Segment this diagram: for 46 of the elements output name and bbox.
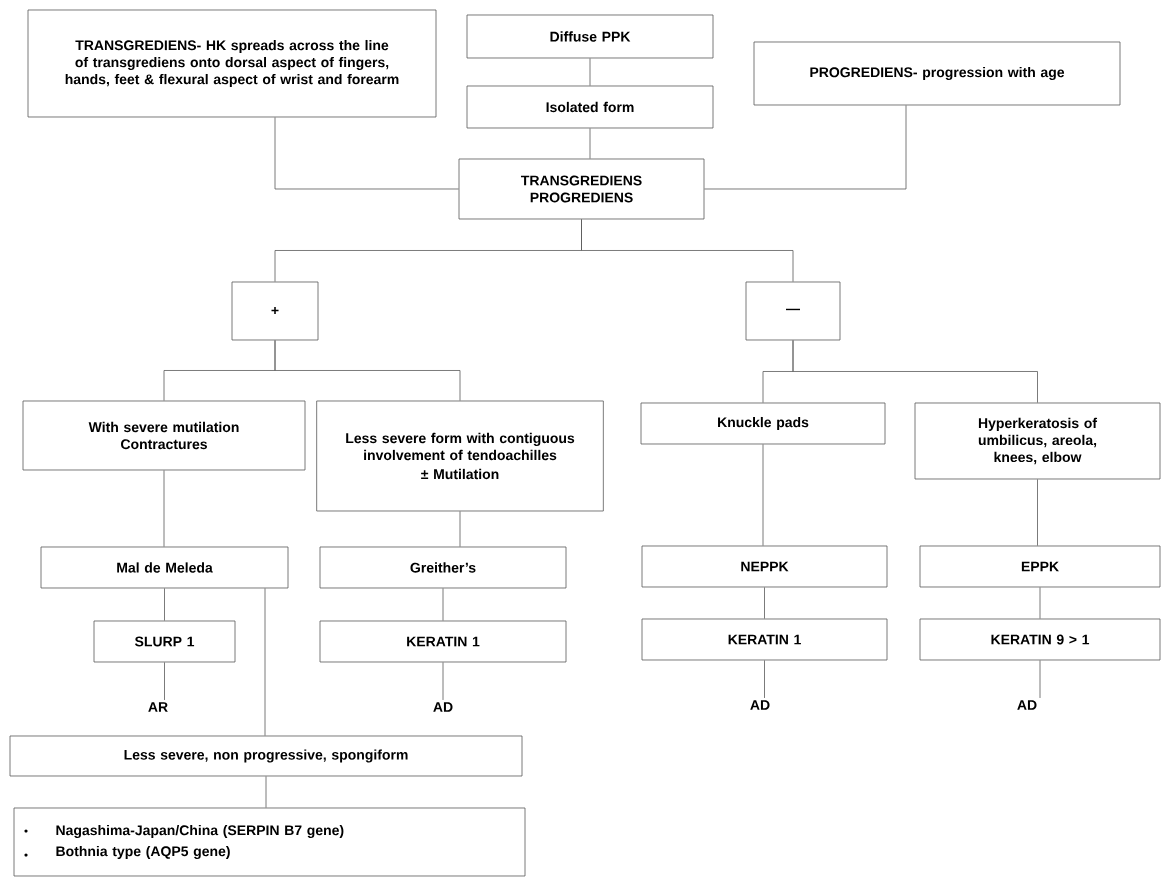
connector-line [442, 662, 444, 701]
flow-box: KERATIN 9 > 1 [919, 618, 1161, 661]
connector-line [274, 340, 461, 401]
connector-line [1039, 660, 1041, 699]
flow-box: Isolated form [466, 85, 714, 129]
flow-box: KERATIN 1 [319, 620, 567, 663]
connector-line [589, 128, 591, 159]
flow-box: Diffuse PPK [466, 14, 714, 59]
flow-box: NEPPK [641, 545, 888, 588]
flow-box: Less severe form with contiguous involvement of tendoachilles ± Mutilation [316, 400, 604, 512]
flow-box: SLURP 1 [93, 620, 236, 663]
flow-box: + [231, 281, 319, 341]
connector-line [164, 588, 165, 621]
flow-box: Less severe, non progressive, spongiform [9, 735, 523, 777]
inheritance-label: AD [750, 700, 770, 710]
flow-box: Hyperkeratosis of umbilicus, areola, knees, elbow [914, 402, 1161, 480]
connector-line [792, 340, 1038, 403]
connector-line [163, 470, 165, 547]
connector-line [704, 105, 907, 190]
connector-line [264, 588, 266, 736]
flow-box: TRANSGREDIENS- HK spreads across the line of transgrediens onto dorsal aspect of fingers, hands, feet & flexural aspect of wrist and forearm [27, 9, 437, 118]
inheritance-label: AD [1017, 700, 1037, 710]
inheritance-label: AD [433, 702, 453, 712]
connector-line [589, 58, 591, 86]
connector-line [1039, 587, 1041, 619]
list-box: Nagashima-Japan/China (SERPIN B7 gene) Bothnia type (AQP5 gene) [13, 807, 526, 877]
connector-line [265, 776, 267, 808]
flow-box: KERATIN 1 [641, 618, 888, 661]
flow-box: Knuckle pads [640, 402, 886, 445]
connector-line [762, 444, 764, 546]
inheritance-label: AR [148, 702, 168, 712]
flow-box: Greither’s [319, 546, 567, 589]
flow-box: TRANSGREDIENS PROGREDIENS [458, 158, 705, 220]
connector-line [164, 662, 165, 701]
flow-box: Mal de Meleda [40, 546, 289, 589]
flow-box: With severe mutilation Contractures [22, 400, 306, 471]
connector-line [1037, 479, 1038, 546]
connector-line [442, 588, 444, 621]
connector-line [459, 511, 461, 547]
flow-box: PROGREDIENS- progression with age [753, 41, 1121, 106]
flow-box: — [745, 281, 841, 341]
connector-line [764, 587, 765, 619]
connector-line [581, 219, 794, 282]
flow-box: EPPK [919, 545, 1161, 588]
connector-line [764, 660, 765, 699]
connector-line [274, 117, 459, 190]
